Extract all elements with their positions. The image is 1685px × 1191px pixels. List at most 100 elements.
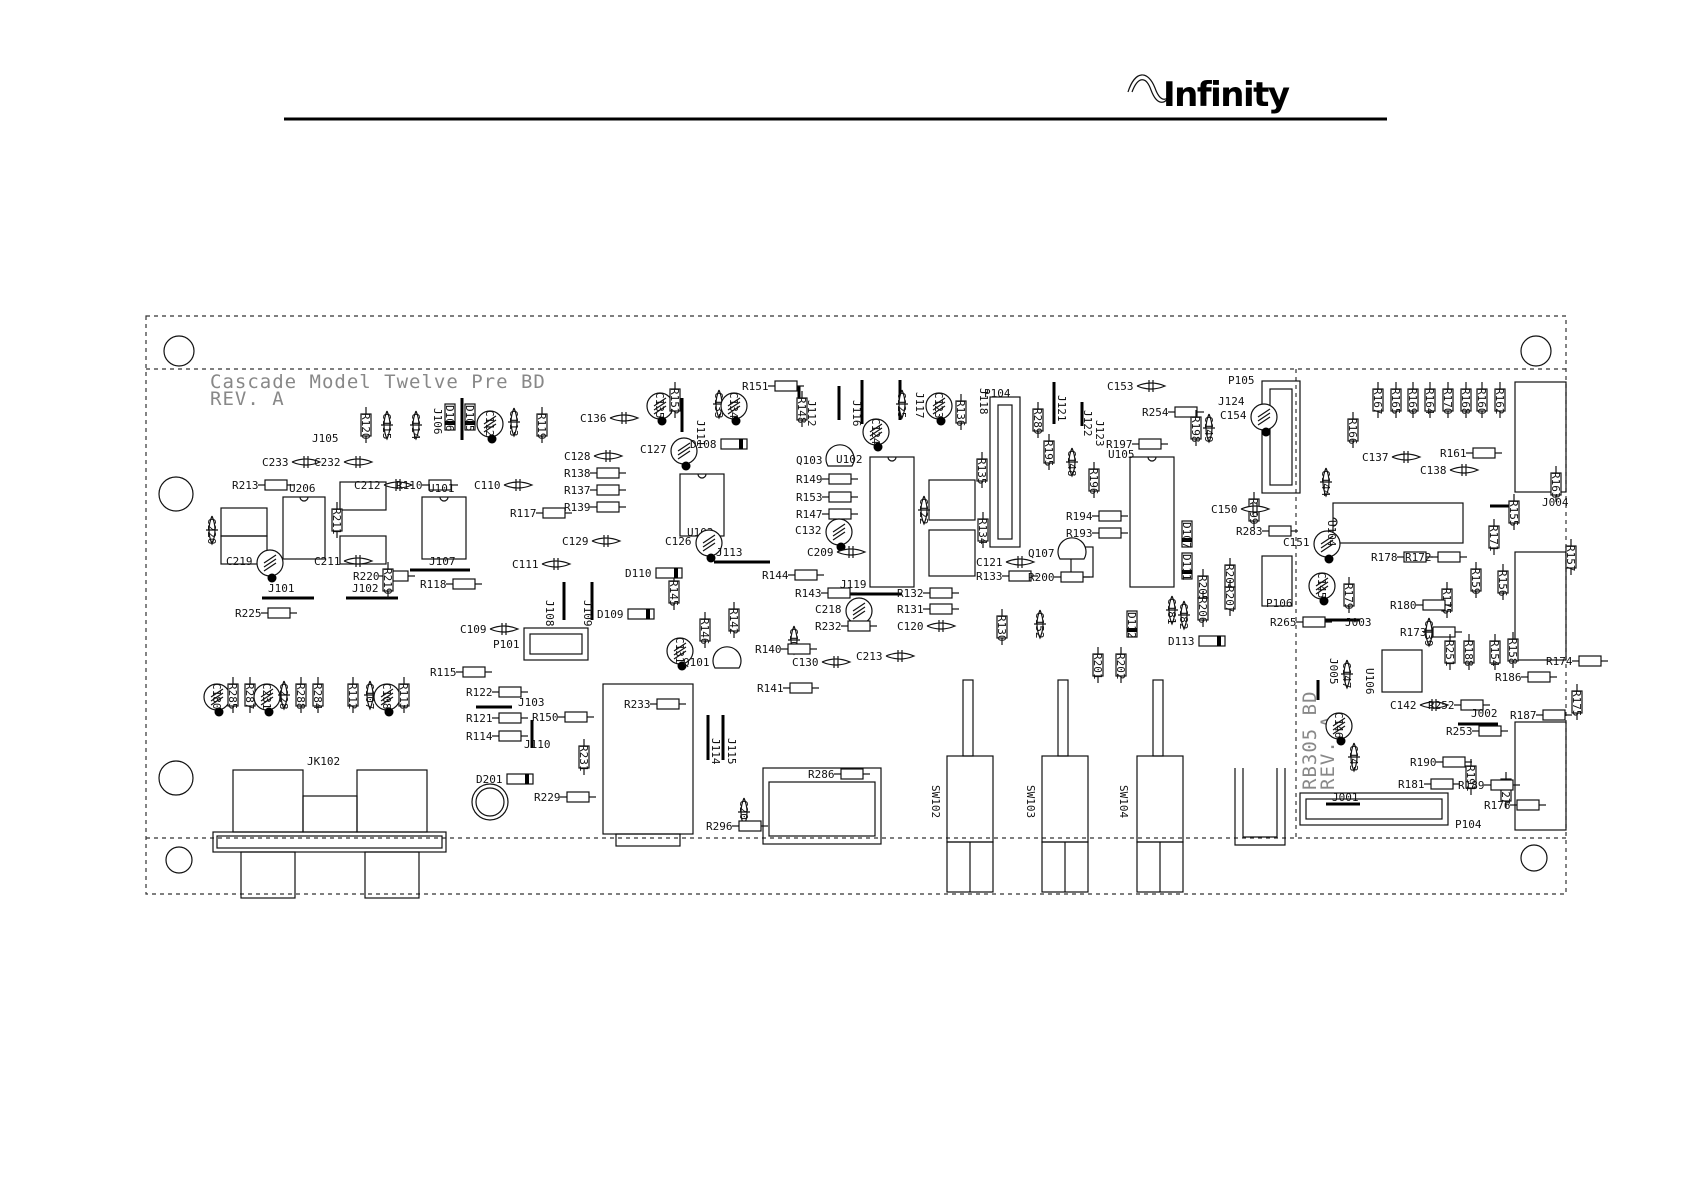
sub-board-name: RB305 BD: [1299, 690, 1321, 790]
component-label: C151: [1283, 536, 1310, 549]
component-r283: R283: [1236, 525, 1298, 538]
component-label: C213: [856, 650, 883, 663]
component-label: R162: [1493, 388, 1506, 415]
component-r189: R189: [1458, 779, 1520, 792]
component-j102: J102: [352, 582, 379, 595]
component-label: R147: [796, 508, 823, 521]
component-label: R165: [1389, 388, 1402, 415]
component-label: R117: [510, 507, 537, 520]
component-r174: R174: [1546, 655, 1608, 668]
component-j115: J115: [725, 738, 738, 765]
capacitor-footprint: [1066, 447, 1078, 478]
component-label: C107: [363, 683, 376, 710]
resistor-footprint: [462, 666, 486, 678]
component-c125: C125: [895, 389, 908, 420]
component-p104: P104: [1455, 818, 1482, 831]
component-c135: C135: [646, 392, 674, 426]
component-label: R181: [1398, 778, 1425, 791]
component-label: R115: [430, 666, 457, 679]
component-label: R253: [1446, 725, 1473, 738]
component-label: R207: [1223, 586, 1236, 613]
component-r229: R229: [534, 791, 596, 804]
component-r153: R153: [796, 491, 858, 504]
component-c144: C144: [1319, 467, 1332, 498]
component-r147: R147: [796, 508, 858, 521]
component-j106: J106: [431, 408, 444, 435]
component-r179: R179: [1342, 577, 1355, 613]
component-r211: R211: [330, 502, 343, 538]
component-c151: C151: [1283, 530, 1341, 564]
component-label: J114: [709, 738, 722, 765]
component-label: Q101: [683, 656, 710, 669]
resistor-footprint: [1060, 571, 1084, 583]
component-c232: C232: [314, 456, 374, 469]
component-j118: J118: [977, 388, 990, 415]
component-c115: C115: [380, 410, 393, 441]
component-r115: R115: [430, 666, 492, 679]
component-label: J002: [1471, 707, 1498, 720]
resistor-footprint: [1098, 527, 1122, 539]
board-outline: [145, 315, 1567, 895]
component-label: R289: [1031, 408, 1044, 435]
component-r160: R160: [1475, 382, 1488, 418]
component-label: R139: [564, 501, 591, 514]
component-label: R287: [243, 683, 256, 710]
component-label: C120: [897, 620, 924, 633]
component-label: R150: [532, 711, 559, 724]
component-r168: R168: [1459, 382, 1472, 418]
component-label: R131: [897, 603, 924, 616]
component-c220: C220: [205, 515, 218, 546]
component-label: R201: [1091, 653, 1104, 680]
component-label: R158: [1506, 638, 1519, 665]
component-label: C126: [665, 535, 692, 548]
component-r122: R122: [466, 686, 528, 699]
component-label: R156: [1496, 570, 1509, 597]
transistor-footprint: [1057, 537, 1087, 560]
component-c130: C130: [792, 656, 852, 669]
component-r176: R176: [1484, 799, 1546, 812]
component-label: R144: [762, 569, 789, 582]
component-c110: C110: [474, 479, 534, 492]
component-j122: J122: [1081, 410, 1094, 437]
capacitor-footprint: [541, 558, 572, 570]
component-label: C181: [1165, 598, 1178, 625]
component-label: R161: [1440, 447, 1467, 460]
component-label: C146: [1332, 712, 1345, 739]
component-r144: R144: [762, 569, 824, 582]
component-r156: R156: [1496, 564, 1509, 600]
component-label: J004: [1542, 496, 1569, 509]
component-label: R119: [535, 413, 548, 440]
component-label: C148: [1065, 450, 1078, 477]
capacitor-footprint: [381, 410, 393, 441]
capacitor-footprint: [1005, 556, 1036, 568]
component-label: R141: [757, 682, 784, 695]
diode-footprint: [464, 403, 476, 431]
component-label: R159: [1469, 568, 1482, 595]
component-label: U106: [1363, 668, 1376, 695]
component-c126: C126: [665, 529, 723, 563]
component-label: P101: [493, 638, 520, 651]
component-label: J117: [913, 392, 926, 419]
component-r166: R166: [1346, 412, 1359, 448]
component-label: J001: [1332, 791, 1359, 804]
resistor-footprint: [566, 791, 590, 803]
capacitor-footprint: [343, 456, 374, 468]
capacitor-footprint: [1178, 600, 1190, 631]
capacitor-footprint: [1419, 699, 1450, 711]
resistor-footprint: [656, 698, 680, 710]
component-q101: Q101: [683, 646, 742, 669]
component-label: R190: [1410, 756, 1437, 769]
component-label: C212: [354, 479, 381, 492]
component-p104: P104: [984, 387, 1011, 400]
component-label: P105: [1228, 374, 1255, 387]
component-c231: C231: [253, 683, 281, 717]
component-label: R171: [1487, 525, 1500, 552]
component-label: C108: [380, 683, 393, 710]
component-label: R202: [1114, 653, 1127, 680]
potentiometers: [602, 683, 882, 847]
component-label: R189: [1458, 779, 1485, 792]
component-j124: J124: [1218, 395, 1245, 408]
component-jk102: JK102: [307, 755, 340, 768]
component-r155: R155: [1507, 494, 1520, 530]
component-label: R132: [897, 587, 924, 600]
